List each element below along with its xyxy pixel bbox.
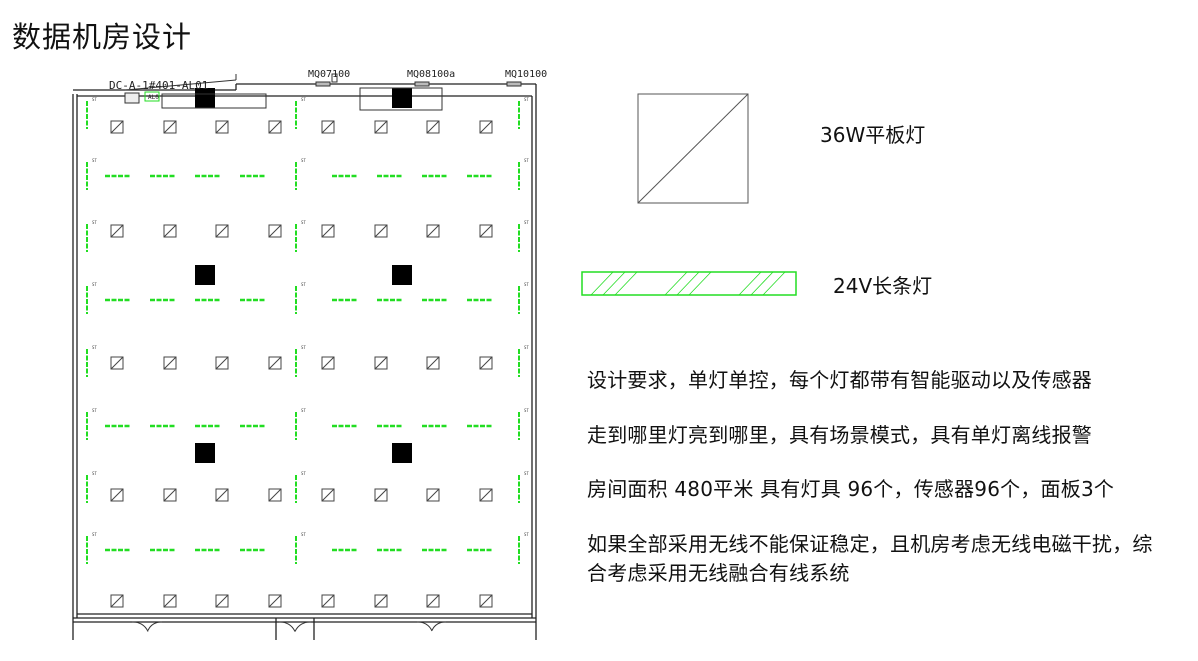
- sensor-tag: ST: [301, 220, 306, 225]
- panel-light-diagonal: [321, 594, 335, 608]
- panel-light-diagonal: [426, 224, 440, 238]
- panel-light-diagonal: [163, 488, 177, 502]
- panel-light-diagonal: [479, 120, 493, 134]
- panel-light-diagonal: [426, 594, 440, 608]
- panel-light-diagonal: [268, 356, 282, 370]
- panel-light-diagonal: [268, 594, 282, 608]
- sensor-tag: ST: [92, 97, 97, 102]
- sensor-tag: ST: [524, 158, 529, 163]
- panel-light-diagonal: [163, 356, 177, 370]
- panel-light-diagonal: [215, 224, 229, 238]
- sensor-tag: ST: [92, 282, 97, 287]
- door-tag-3: MQ10100: [505, 69, 547, 80]
- door-swings: [131, 621, 447, 632]
- floor-plan: ST ST ST ST ST ST ST ST ST ST ST ST ST ST ST ST ST ST ST ST…: [72, 69, 547, 640]
- door-swing-arc: [431, 621, 447, 631]
- door-swing-arc: [131, 621, 149, 632]
- panel-light-diagonal: [426, 356, 440, 370]
- sensor-tag: ST: [524, 345, 529, 350]
- sensor-tag: ST: [92, 471, 97, 476]
- panel-light-diagonal: [163, 594, 177, 608]
- structural-column: [195, 265, 215, 285]
- sensor-tag: ST: [92, 345, 97, 350]
- requirement-line-3: 房间面积 480平米 具有灯具 96个，传感器96个，面板3个: [587, 477, 1115, 501]
- requirement-line-1: 设计要求，单灯单控，每个灯都带有智能驱动以及传感器: [587, 368, 1092, 392]
- sensor-tag: ST: [301, 345, 306, 350]
- panel-light-diagonal: [374, 120, 388, 134]
- panel-light-diagonal: [110, 594, 124, 608]
- panel-light-diagonal: [426, 488, 440, 502]
- panel-light-diagonal: [321, 356, 335, 370]
- door-swing-arc: [278, 621, 296, 632]
- panel-ref-label: DC-A-1#401-AL01: [109, 79, 208, 92]
- strip-light-hatch: [590, 271, 786, 296]
- sensor-tag: ST: [524, 471, 529, 476]
- panel-light-diagonal: [637, 93, 749, 204]
- structural-column: [392, 443, 412, 463]
- sensor-tag: ST: [524, 97, 529, 102]
- sensor-tag: ST: [524, 408, 529, 413]
- requirement-line-2: 走到哪里灯亮到哪里，具有场景模式，具有单灯离线报警: [587, 423, 1092, 447]
- panel-light-diagonal: [374, 488, 388, 502]
- panel-light-diagonal: [268, 120, 282, 134]
- sensor-tag: ST: [301, 408, 306, 413]
- panel-light-diagonal: [479, 488, 493, 502]
- structural-column: [392, 265, 412, 285]
- panel-light-diagonal: [215, 488, 229, 502]
- page-title: 数据机房设计: [12, 20, 193, 54]
- sensor-tag: ST: [301, 532, 306, 537]
- panel-light-diagonal: [479, 356, 493, 370]
- door-tag-1: MQ07100: [308, 69, 350, 80]
- door-swing-arc: [147, 621, 163, 631]
- panel-light-diagonal: [268, 488, 282, 502]
- panel-light-diagonal: [163, 224, 177, 238]
- panel-light-diagonal: [110, 120, 124, 134]
- sensor-tag: ST: [92, 532, 97, 537]
- panel-light-diagonal: [321, 224, 335, 238]
- panel-light-diagonal: [163, 120, 177, 134]
- room-walls: [72, 83, 537, 640]
- panel-light-diagonal: [268, 224, 282, 238]
- sensor-tag: ST: [524, 220, 529, 225]
- legend-strip-light-symbol: [581, 271, 797, 296]
- sensor-tag: ST: [301, 471, 306, 476]
- sensor-tag: ST: [92, 408, 97, 413]
- door-swing-arc: [294, 621, 312, 632]
- door-tag-2: MQ08100a: [407, 69, 455, 80]
- panel-light-diagonal: [479, 224, 493, 238]
- legend-strip-light-label: 24V长条灯: [833, 274, 933, 298]
- box-label: AL0: [148, 94, 159, 101]
- panel-light-diagonal: [321, 488, 335, 502]
- sensor-tag: ST: [301, 97, 306, 102]
- panel-light-diagonal: [110, 356, 124, 370]
- sensor-tag: ST: [301, 158, 306, 163]
- top-equipment: [124, 73, 522, 111]
- panel-light-diagonal: [110, 224, 124, 238]
- door-swing-arc: [416, 621, 433, 632]
- panel-light-diagonal: [321, 120, 335, 134]
- panel-light-diagonal: [215, 594, 229, 608]
- sensor-tag: ST: [92, 158, 97, 163]
- panel-light-diagonal: [426, 120, 440, 134]
- panel-light-diagonal: [374, 224, 388, 238]
- sensor-tag: ST: [524, 282, 529, 287]
- structural-column: [195, 88, 215, 108]
- panel-light-diagonal: [215, 356, 229, 370]
- panel-light-diagonal: [110, 488, 124, 502]
- legend-panel-light-symbol: [637, 93, 749, 204]
- legend-panel-light-label: 36W平板灯: [820, 123, 926, 147]
- panel-light-diagonal: [215, 120, 229, 134]
- sensor-tag: ST: [524, 532, 529, 537]
- requirement-line-4: 如果全部采用无线不能保证稳定，且机房考虑无线电磁干扰，综合考虑采用无线融合有线系…: [587, 532, 1153, 585]
- sensor-tag: ST: [92, 220, 97, 225]
- panel-light-diagonal: [479, 594, 493, 608]
- panel-light-diagonal: [374, 594, 388, 608]
- structural-column: [392, 88, 412, 108]
- structural-column: [195, 443, 215, 463]
- sensor-tag: ST: [301, 282, 306, 287]
- panel-light-diagonal: [374, 356, 388, 370]
- fixture-layer: ST ST ST ST ST ST ST ST ST ST ST ST ST ST ST ST ST ST ST ST…: [86, 88, 529, 608]
